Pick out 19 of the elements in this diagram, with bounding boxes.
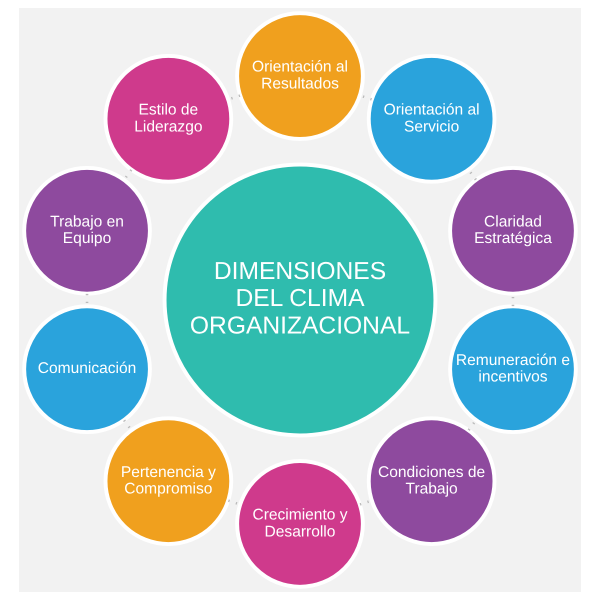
connector [468,420,477,431]
node-circle: Crecimiento y Desarrollo [235,459,365,589]
node-circle: Estilo de Liderazgo [104,54,234,184]
node-circle: Comunicación [22,304,152,434]
connector [123,420,132,431]
connector [123,169,132,180]
node-circle: Remuneración e incentivos [448,304,578,434]
node-circle: Condiciones de Trabajo [366,416,496,546]
node-circle: DIMENSIONES DEL CLIMA ORGANIZACIONAL [162,162,438,438]
connector [360,499,372,506]
connector [228,499,240,506]
node-circle: Orientación al Resultados [235,11,365,141]
connector [228,94,240,101]
connector [468,169,477,180]
node-circle: Pertenencia y Compromiso [104,416,234,546]
connector [360,94,372,101]
node-circle: Trabajo en Equipo [22,166,152,296]
node-circle: Claridad Estratégica [448,166,578,296]
node-circle: Orientación al Servicio [366,54,496,184]
